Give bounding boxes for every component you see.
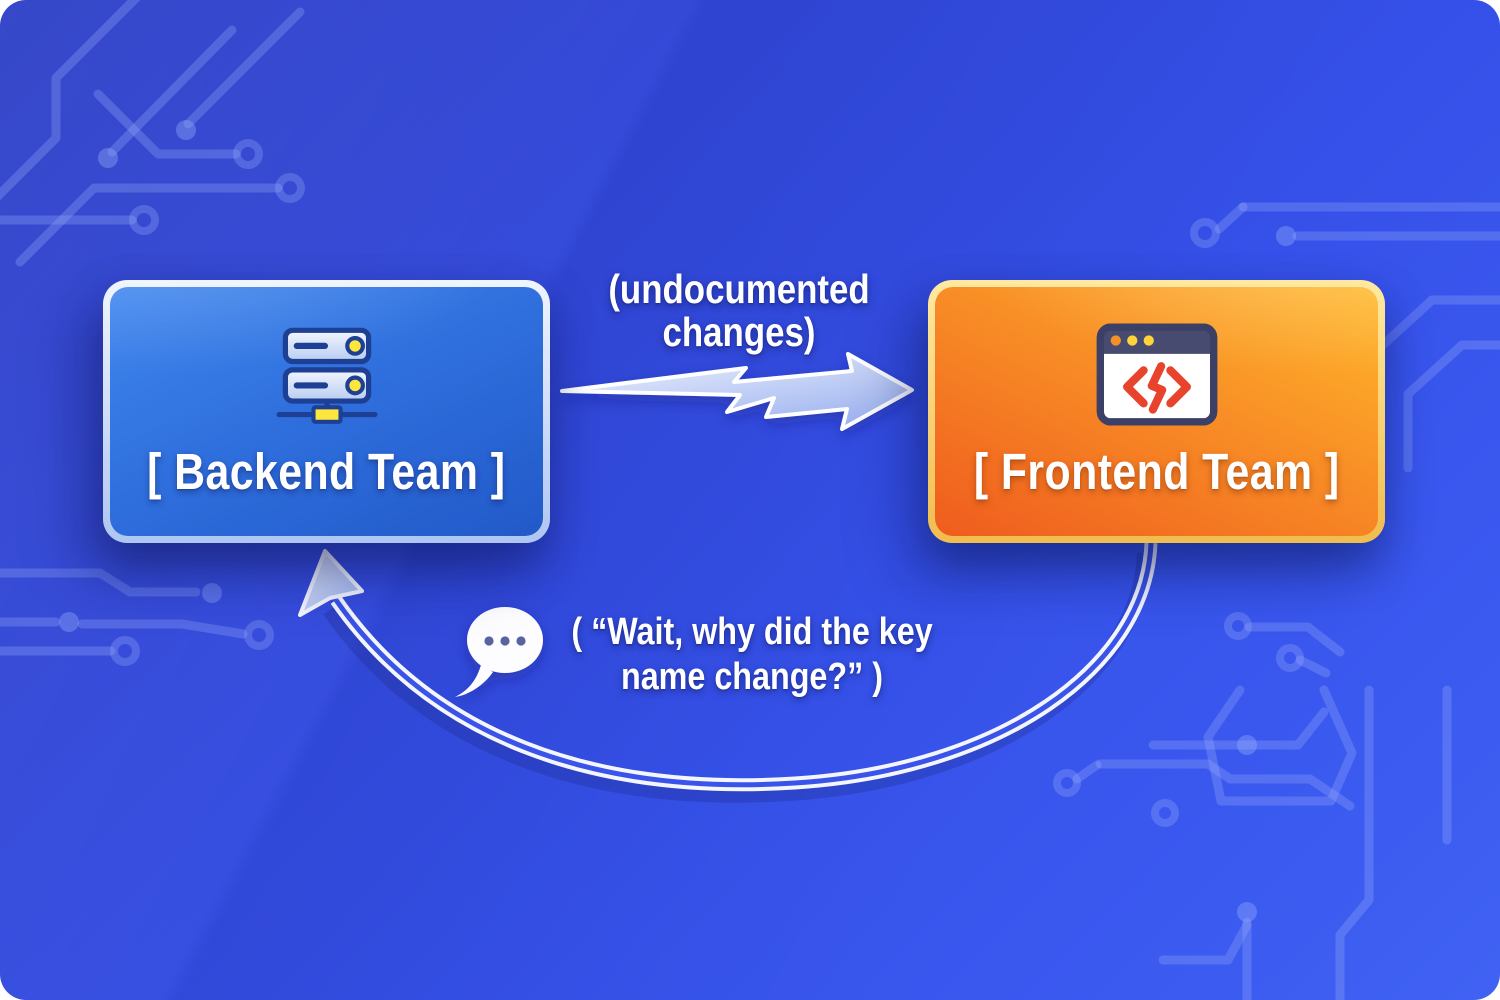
curved-return-arrow-icon	[298, 542, 1158, 803]
frontend-team-box: [ Frontend Team ]	[928, 280, 1385, 543]
frontend-team-label: [ Frontend Team ]	[973, 442, 1340, 500]
return-arrowhead	[298, 549, 364, 617]
label-line: changes)	[662, 309, 816, 355]
label-line: ( “Wait, why did the key	[571, 611, 933, 653]
backend-team-box-inner: [ Backend Team ]	[110, 287, 543, 536]
label-line: (undocumented	[608, 266, 870, 312]
return-arrow-label: ( “Wait, why did the key name change?” )	[522, 610, 982, 700]
code-window-icon	[1096, 323, 1217, 425]
chat-bubble-icon	[455, 607, 543, 697]
label-line: name change?” )	[620, 656, 884, 698]
server-icon	[276, 327, 377, 424]
zigzag-arrow-icon	[560, 352, 914, 431]
backend-team-label: [ Backend Team ]	[147, 443, 506, 500]
frontend-team-box-inner: [ Frontend Team ]	[935, 287, 1378, 536]
backend-team-box: [ Backend Team ]	[103, 280, 550, 543]
forward-arrow-label: (undocumented changes)	[556, 268, 922, 354]
